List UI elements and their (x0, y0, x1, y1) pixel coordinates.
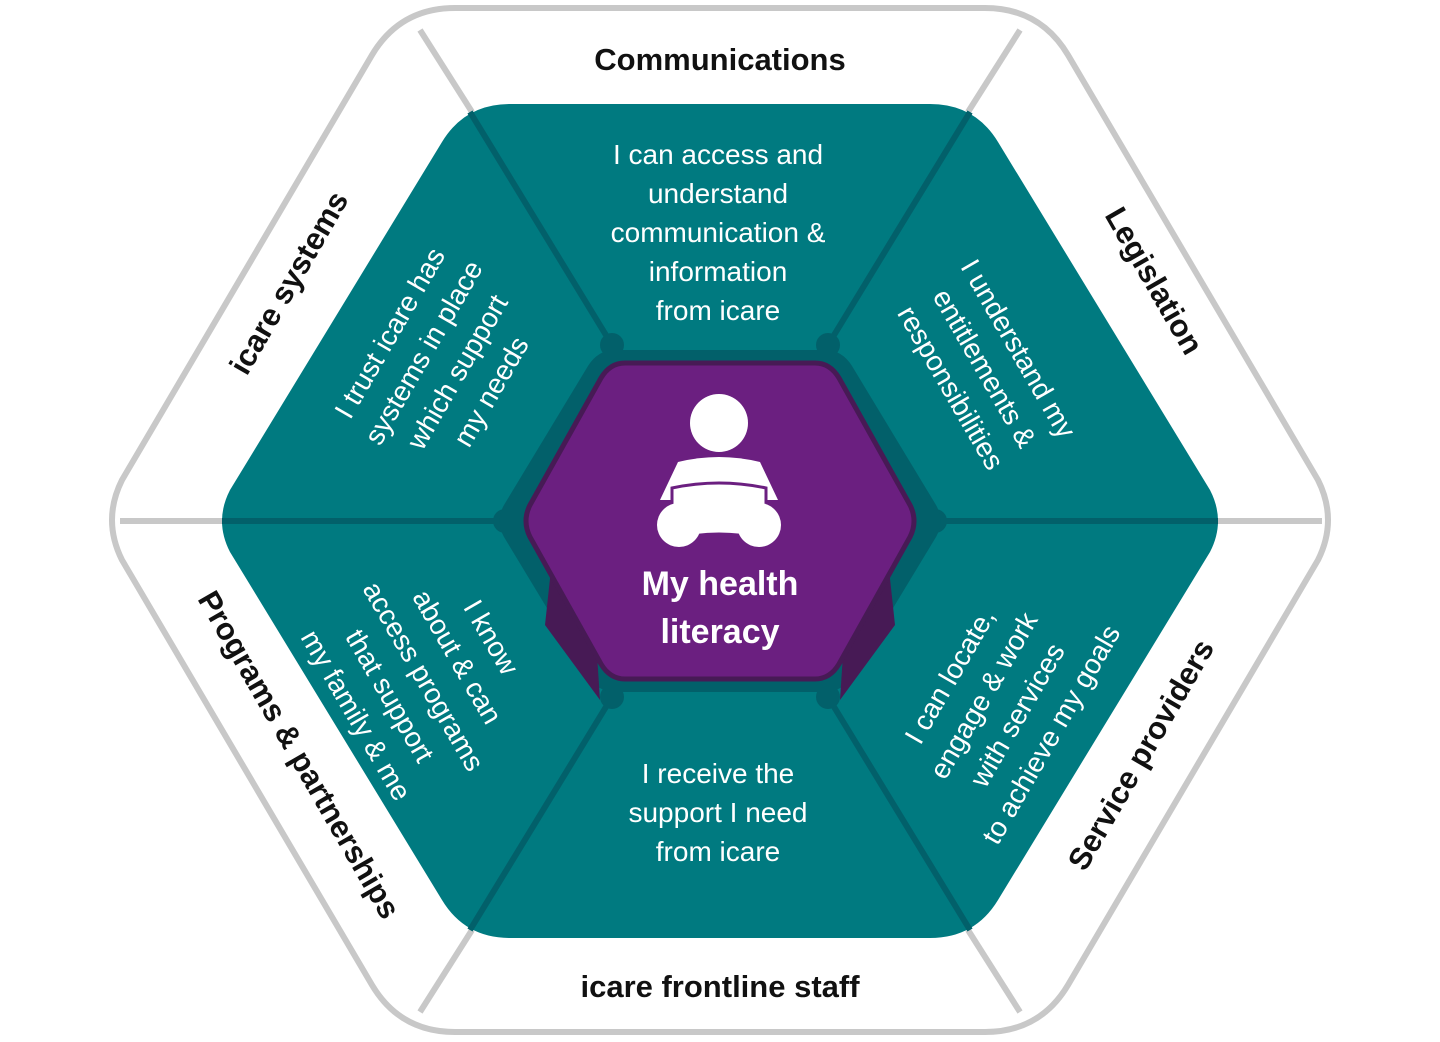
label-communications: Communications (594, 42, 845, 77)
segment-text-line: information (649, 256, 788, 287)
segment-text-line: I can access and (613, 139, 823, 170)
segment-bottom: I receive the support I need from icare (628, 758, 807, 867)
label-icare-frontline-staff: icare frontline staff (580, 969, 860, 1004)
segment-text-line: support I need (628, 797, 807, 828)
segment-text-line: I receive the (642, 758, 795, 789)
center-title-line-1: My health (642, 565, 799, 603)
segment-text-line: communication & (611, 217, 826, 248)
person-reading-icon (657, 394, 781, 547)
spoke-top-right (825, 110, 973, 347)
segment-top: I can access and understand communication … (611, 139, 826, 326)
segment-text-line: understand (648, 178, 788, 209)
spoke-top-left (467, 110, 615, 347)
spoke-bottom-right (825, 695, 973, 932)
outer-divider-bottom-left (417, 928, 475, 1014)
outer-divider-top-left (417, 28, 475, 114)
center-title-line-2: literacy (660, 613, 779, 651)
outer-divider-top-right (965, 28, 1023, 114)
center-hub: My health literacy (499, 350, 941, 700)
outer-divider-bottom-right (965, 928, 1023, 1014)
spoke-bottom-left (467, 695, 615, 932)
segment-text-line: from icare (656, 836, 780, 867)
segment-text-line: from icare (656, 295, 780, 326)
